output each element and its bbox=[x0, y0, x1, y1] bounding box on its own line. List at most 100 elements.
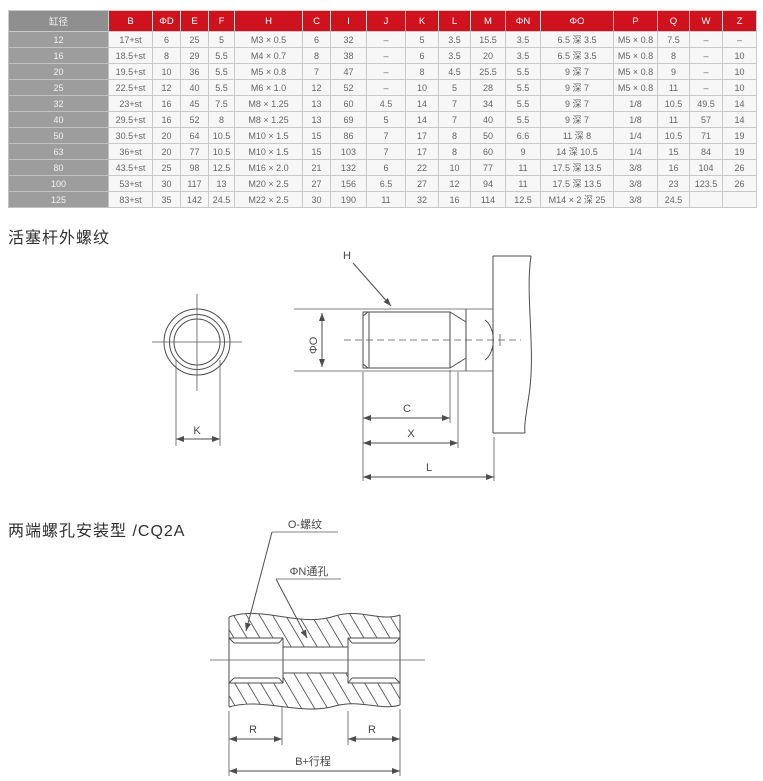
data-cell: 3.5 bbox=[438, 31, 471, 48]
data-cell: 10.5 bbox=[208, 143, 235, 160]
data-cell: 23 bbox=[657, 175, 690, 192]
data-cell: 20 bbox=[152, 127, 181, 144]
data-cell: 114 bbox=[470, 191, 506, 208]
bore-cell: 63 bbox=[8, 143, 109, 160]
data-cell: 14 bbox=[722, 111, 757, 128]
data-cell: 47 bbox=[330, 63, 367, 80]
data-cell: 60 bbox=[470, 143, 506, 160]
bore-cell: 125 bbox=[8, 191, 109, 208]
data-cell bbox=[689, 191, 723, 208]
dim-label-h: H bbox=[343, 250, 351, 262]
column-header: J bbox=[366, 10, 406, 32]
data-cell: 10 bbox=[438, 159, 471, 176]
data-cell: 7.5 bbox=[208, 95, 235, 112]
data-cell: 98 bbox=[180, 159, 209, 176]
bore-cell: 20 bbox=[8, 63, 109, 80]
data-cell: 32 bbox=[330, 31, 367, 48]
column-header: ΦD bbox=[152, 10, 181, 32]
data-cell: – bbox=[366, 31, 406, 48]
column-header: ΦN bbox=[505, 10, 541, 32]
data-cell: 15.5 bbox=[470, 31, 506, 48]
data-cell: 3.5 bbox=[505, 47, 541, 64]
bore-cell: 100 bbox=[8, 175, 109, 192]
data-cell: M8 × 1.25 bbox=[234, 111, 303, 128]
data-cell: M20 × 2.5 bbox=[234, 175, 303, 192]
data-cell: 6.5 深 3.5 bbox=[540, 47, 614, 64]
column-header: B bbox=[108, 10, 153, 32]
data-cell: 10.5 bbox=[657, 127, 690, 144]
data-cell: 36 bbox=[180, 63, 209, 80]
data-cell: 28 bbox=[470, 79, 506, 96]
data-cell: 35 bbox=[152, 191, 181, 208]
column-header: K bbox=[405, 10, 439, 32]
data-cell: 40 bbox=[470, 111, 506, 128]
mount-dimensions: R R B+行程 bbox=[228, 706, 401, 776]
data-cell: 17 bbox=[405, 127, 439, 144]
dim-label-l: L bbox=[426, 462, 432, 474]
column-header: 缸径 bbox=[8, 10, 109, 32]
data-cell: 12 bbox=[302, 79, 331, 96]
data-cell: 7 bbox=[438, 111, 471, 128]
data-cell: 18.5+st bbox=[108, 47, 153, 64]
data-cell: 52 bbox=[180, 111, 209, 128]
data-cell: 14 bbox=[405, 95, 439, 112]
column-header: Q bbox=[657, 10, 690, 32]
data-cell: 3.5 bbox=[438, 47, 471, 64]
data-cell: 71 bbox=[689, 127, 723, 144]
data-cell: 12.5 bbox=[505, 191, 541, 208]
data-cell: 25 bbox=[152, 159, 181, 176]
data-cell: 10 bbox=[722, 79, 757, 96]
data-cell: M5 × 0.8 bbox=[613, 31, 658, 48]
data-cell: 1/8 bbox=[613, 111, 658, 128]
data-cell: 19.5+st bbox=[108, 63, 153, 80]
data-cell: 84 bbox=[689, 143, 723, 160]
column-header: L bbox=[438, 10, 471, 32]
data-cell: 20 bbox=[152, 143, 181, 160]
data-cell: 11 深 8 bbox=[540, 127, 614, 144]
column-header: H bbox=[234, 10, 303, 32]
data-cell: – bbox=[689, 47, 723, 64]
data-cell: 6 bbox=[152, 31, 181, 48]
data-cell: 5.5 bbox=[208, 47, 235, 64]
data-cell: 103 bbox=[330, 143, 367, 160]
data-cell: 14 深 10.5 bbox=[540, 143, 614, 160]
data-cell: 30 bbox=[302, 191, 331, 208]
data-cell: 4.5 bbox=[366, 95, 406, 112]
column-header: M bbox=[470, 10, 506, 32]
data-cell: 132 bbox=[330, 159, 367, 176]
data-cell: M5 × 0.8 bbox=[613, 63, 658, 80]
label-n-through-hole: ΦN通孔 bbox=[290, 565, 329, 578]
column-header: P bbox=[613, 10, 658, 32]
data-cell: 11 bbox=[657, 79, 690, 96]
data-cell: 14 bbox=[722, 95, 757, 112]
data-cell: M8 × 1.25 bbox=[234, 95, 303, 112]
data-cell: 7 bbox=[366, 127, 406, 144]
data-cell: 17.5 深 13.5 bbox=[540, 175, 614, 192]
data-cell: M10 × 1.5 bbox=[234, 143, 303, 160]
data-cell: 12.5 bbox=[208, 159, 235, 176]
column-header: F bbox=[208, 10, 235, 32]
bore-cell: 40 bbox=[8, 111, 109, 128]
data-cell: 17+st bbox=[108, 31, 153, 48]
data-cell: M14 × 2 深 25 bbox=[540, 191, 614, 208]
section-title-rod-thread: 活塞杆外螺纹 bbox=[8, 230, 111, 247]
data-cell: 49.5 bbox=[689, 95, 723, 112]
data-cell: 7 bbox=[302, 63, 331, 80]
data-cell: 64 bbox=[180, 127, 209, 144]
data-cell: 77 bbox=[470, 159, 506, 176]
data-cell: 57 bbox=[689, 111, 723, 128]
data-cell: 16 bbox=[152, 95, 181, 112]
data-cell: 24.5 bbox=[657, 191, 690, 208]
data-cell: M5 × 0.8 bbox=[234, 63, 303, 80]
data-cell: 5 bbox=[366, 111, 406, 128]
data-cell: 69 bbox=[330, 111, 367, 128]
dim-label-k: K bbox=[193, 425, 201, 437]
data-cell: 15 bbox=[302, 143, 331, 160]
data-cell: 25.5 bbox=[470, 63, 506, 80]
bore-cell: 25 bbox=[8, 79, 109, 96]
